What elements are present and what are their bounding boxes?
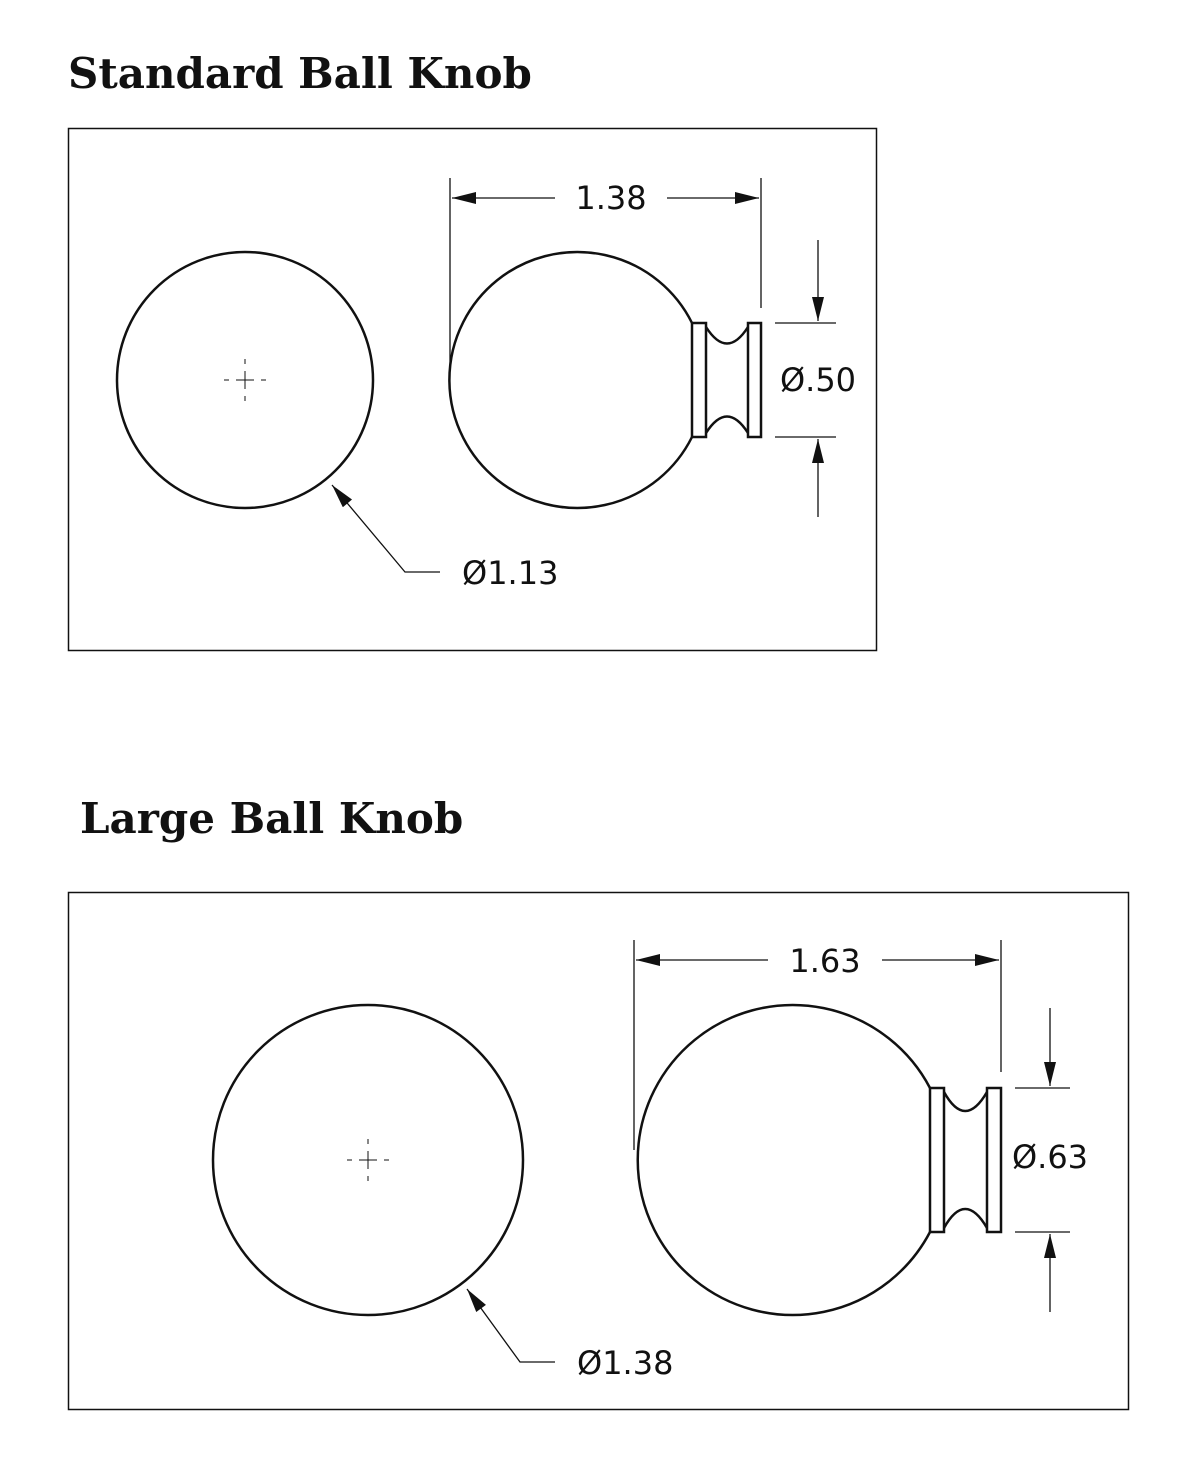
large-stem-dimension <box>1015 1008 1070 1312</box>
large-ball-diameter-label: Ø1.38 <box>577 1344 673 1382</box>
standard-ball-leader <box>331 484 440 573</box>
standard-length-dimension <box>449 178 762 370</box>
standard-title: Standard Ball Knob <box>68 49 532 98</box>
center-mark-icon <box>224 359 266 401</box>
large-length-label: 1.63 <box>789 942 860 980</box>
standard-front-view-ball <box>115 250 375 510</box>
standard-side-view <box>448 250 763 510</box>
large-knob-section: Large Ball Knob 1.63 Ø.63 <box>67 794 1130 1411</box>
large-length-dimension <box>633 940 1002 1150</box>
large-ball-leader <box>466 1288 555 1363</box>
standard-stem-dimension <box>775 240 836 517</box>
large-title: Large Ball Knob <box>80 794 463 843</box>
standard-stem-diameter-label: Ø.50 <box>780 361 856 399</box>
standard-ball-diameter-label: Ø1.13 <box>462 554 558 592</box>
standard-frame <box>67 127 878 652</box>
large-stem-diameter-label: Ø.63 <box>1012 1138 1088 1176</box>
standard-length-label: 1.38 <box>575 179 646 217</box>
center-mark-icon <box>347 1139 389 1181</box>
large-front-view-ball <box>211 1003 525 1317</box>
large-frame <box>67 891 1130 1411</box>
large-side-view <box>636 1003 1003 1317</box>
standard-knob-section: Standard Ball Knob 1.38 Ø.50 <box>67 49 878 652</box>
